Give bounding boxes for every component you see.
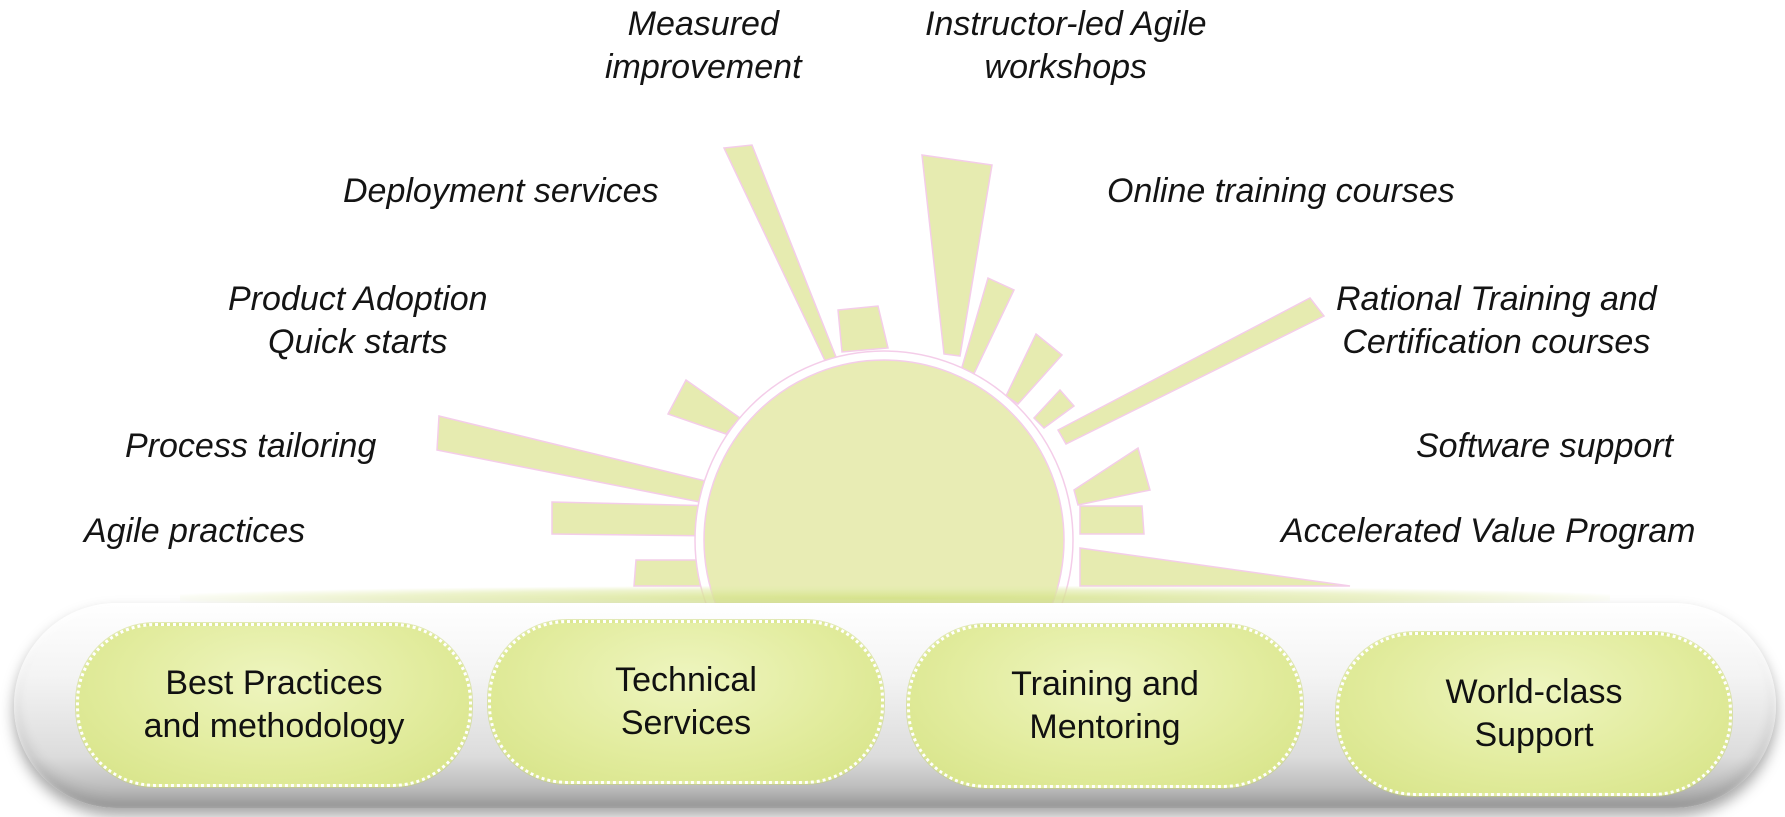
pillar-technical-services-line1: Technical bbox=[615, 661, 757, 699]
ray-small-top bbox=[837, 305, 889, 353]
pillar-world-class-support-line2: Support bbox=[1474, 716, 1594, 754]
label-rational-training-line2: Certification courses bbox=[1342, 323, 1651, 361]
pillar-best-practices-line2: and methodology bbox=[143, 707, 405, 745]
label-measured-improvement: Measured improvement bbox=[605, 3, 802, 89]
ray-software-support bbox=[1073, 446, 1151, 506]
pillar-world-class-support-line1: World-class bbox=[1445, 673, 1623, 711]
ray-measured-improvement bbox=[722, 144, 837, 369]
pillar-training-mentoring-line1: Training and bbox=[1011, 665, 1199, 703]
label-product-adoption-line2: Quick starts bbox=[268, 323, 448, 361]
label-accelerated-value: Accelerated Value Program bbox=[1281, 512, 1696, 550]
pillar-best-practices: Best Practices and methodology bbox=[76, 623, 472, 787]
ray-rational-training bbox=[1056, 297, 1326, 445]
label-rational-training: Rational Training and Certification cour… bbox=[1336, 278, 1657, 364]
ray-right-mid bbox=[1079, 505, 1145, 535]
ray-instructor-led bbox=[921, 154, 993, 357]
pillar-best-practices-text: Best Practices and methodology bbox=[144, 662, 405, 748]
sun-rays bbox=[436, 144, 1351, 587]
ray-mid-3 bbox=[1032, 388, 1076, 429]
pillar-world-class-support: World-class Support bbox=[1336, 632, 1732, 796]
ray-process-tailoring bbox=[436, 415, 727, 507]
pillar-technical-services-line2: Services bbox=[620, 704, 752, 742]
ray-left-upper bbox=[666, 378, 742, 435]
label-deployment-services: Deployment services bbox=[343, 172, 659, 210]
ray-mid-2 bbox=[1005, 332, 1064, 405]
pillar-best-practices-line1: Best Practices bbox=[165, 664, 383, 702]
label-online-training: Online training courses bbox=[1107, 172, 1455, 210]
label-instructor-led-line2: workshops bbox=[984, 48, 1148, 86]
label-measured-improvement-line2: improvement bbox=[605, 48, 802, 86]
pillar-training-mentoring-line2: Mentoring bbox=[1029, 708, 1181, 746]
pillar-world-class-support-text: World-class Support bbox=[1446, 671, 1623, 757]
label-instructor-led: Instructor-led Agile workshops bbox=[925, 3, 1207, 89]
label-process-tailoring: Process tailoring bbox=[125, 427, 377, 465]
pillar-training-mentoring: Training and Mentoring bbox=[907, 624, 1303, 788]
label-measured-improvement-line1: Measured bbox=[627, 5, 779, 43]
label-rational-training-line1: Rational Training and bbox=[1336, 280, 1657, 318]
label-product-adoption-line1: Product Adoption bbox=[228, 280, 488, 318]
ray-accelerated-value bbox=[1079, 547, 1351, 587]
label-software-support: Software support bbox=[1416, 427, 1674, 465]
pillar-training-mentoring-text: Training and Mentoring bbox=[1011, 663, 1199, 749]
pillar-technical-services: Technical Services bbox=[488, 620, 884, 784]
pillar-technical-services-text: Technical Services bbox=[615, 659, 757, 745]
label-product-adoption: Product Adoption Quick starts bbox=[228, 278, 488, 364]
label-agile-practices: Agile practices bbox=[84, 512, 306, 550]
label-instructor-led-line1: Instructor-led Agile bbox=[925, 5, 1207, 43]
